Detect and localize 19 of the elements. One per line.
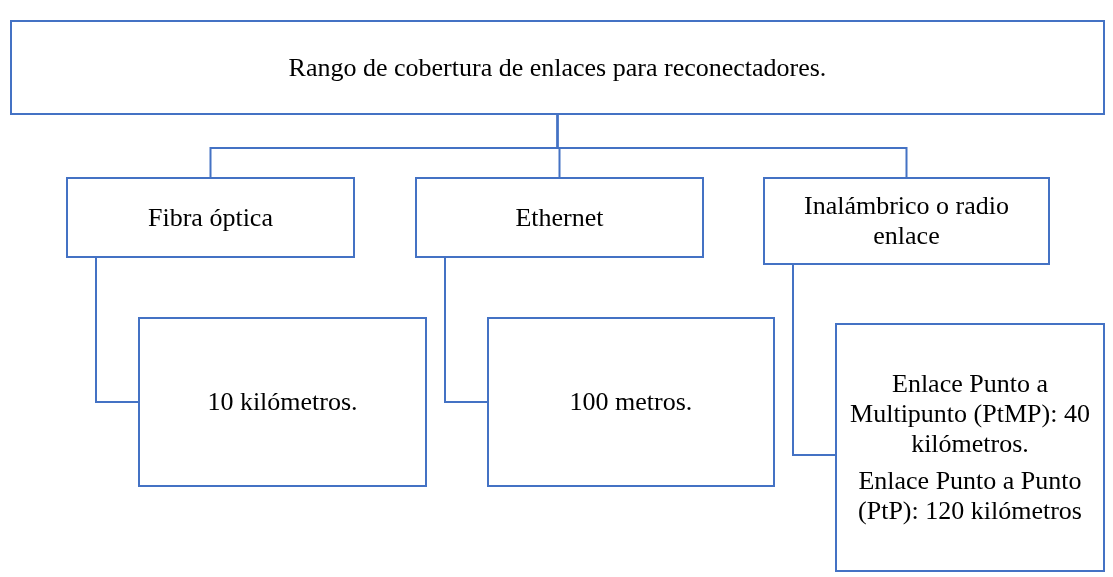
category-box [138,317,427,487]
box-text: 100 metros. [569,387,693,417]
detail-box [835,323,1105,572]
connector-line [792,264,836,456]
category-box [763,177,1050,265]
box-text: Fibra óptica [148,202,273,233]
title-box [10,20,1105,115]
category-box [487,317,775,487]
connector-line [556,114,908,178]
box-text: Rango de cobertura de enlaces para reconectadores. [288,52,827,83]
connector-line [95,257,139,403]
box-text: Enlace Punto a Punto (PtP): 120 kilómetros [857,466,1083,527]
box-text: 10 kilómetros. [207,387,358,417]
category-box [415,177,704,258]
connector-line [444,257,488,403]
box-text: Ethernet [515,202,604,233]
box-text: Enlace Punto a Multipunto (PtMP): 40 kilómetros. [849,368,1091,459]
category-box [66,177,355,258]
box-text: Inalámbrico o radio enlace [803,191,1010,251]
